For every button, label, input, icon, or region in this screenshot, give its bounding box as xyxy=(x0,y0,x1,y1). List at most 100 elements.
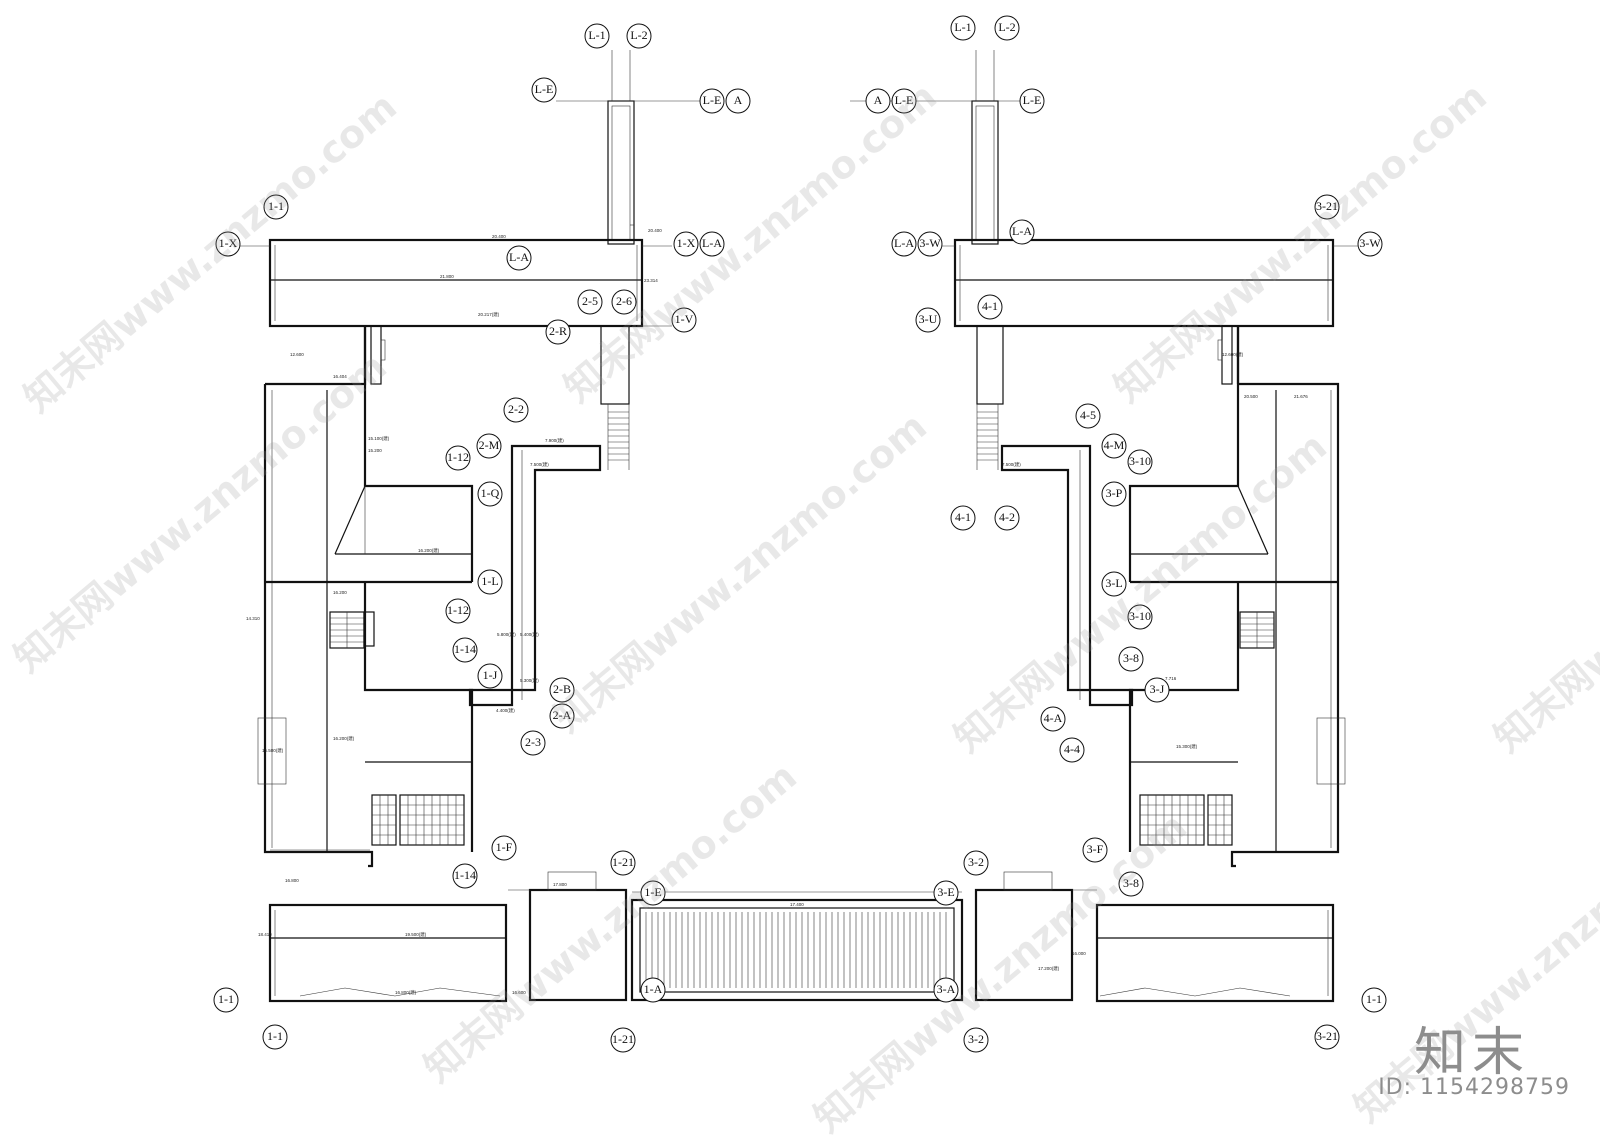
grid-bubble: 4-4 xyxy=(1059,737,1085,763)
elevation-text: 17.800 xyxy=(553,882,567,887)
svg-text:3-E: 3-E xyxy=(937,885,954,899)
grid-bubble: 1-E xyxy=(640,880,666,906)
svg-text:3-10: 3-10 xyxy=(1129,609,1151,623)
grid-bubble: 3-10 xyxy=(1127,449,1153,475)
grid-bubble: L-A xyxy=(506,245,532,271)
right-bottom-block xyxy=(1095,903,1335,1003)
svg-text:3-8: 3-8 xyxy=(1123,876,1139,890)
svg-text:2-A: 2-A xyxy=(553,708,572,722)
svg-text:2-3: 2-3 xyxy=(525,735,541,749)
grid-bubble: L-2 xyxy=(626,23,652,49)
grid-bubble: 2-3 xyxy=(520,730,546,756)
svg-text:A: A xyxy=(874,93,883,107)
elevation-text: 16.600 xyxy=(512,990,526,995)
svg-text:3-21: 3-21 xyxy=(1316,1029,1338,1043)
svg-text:3-2: 3-2 xyxy=(968,1032,984,1046)
elevation-text: 14.310 xyxy=(246,616,260,621)
grid-bubble: 4-M xyxy=(1101,433,1127,459)
grid-bubble: 1-12 xyxy=(445,598,471,624)
svg-text:1-21: 1-21 xyxy=(612,855,634,869)
elevation-text: 16.200(建) xyxy=(418,547,440,554)
grid-bubble: 2-A xyxy=(549,703,575,729)
svg-text:L-E: L-E xyxy=(1023,93,1042,107)
grid-bubble: 1-1 xyxy=(262,1024,288,1050)
svg-text:1-14: 1-14 xyxy=(454,642,476,656)
elevation-text: 16.404 xyxy=(333,374,347,379)
grid-bubble: 3-U xyxy=(915,307,941,333)
svg-text:L-2: L-2 xyxy=(998,20,1015,34)
elevation-text: 16.200(建) xyxy=(333,735,355,742)
right-corridor xyxy=(1000,444,1134,707)
grid-bubble: L-2 xyxy=(994,15,1020,41)
grid-bubble: 3-8 xyxy=(1118,646,1144,672)
svg-text:3-W: 3-W xyxy=(1359,236,1381,250)
svg-text:1-X: 1-X xyxy=(219,236,238,250)
elevation-text: 18.410 xyxy=(258,932,272,937)
grid-bubble: 1-F xyxy=(491,835,517,861)
svg-text:2-2: 2-2 xyxy=(508,402,524,416)
svg-text:3-21: 3-21 xyxy=(1316,199,1338,213)
grid-bubble: L-1 xyxy=(950,15,976,41)
grid-bubble: 1-12 xyxy=(445,445,471,471)
svg-text:2-B: 2-B xyxy=(553,682,571,696)
svg-text:L-A: L-A xyxy=(894,236,914,250)
elevation-text: 17.400 xyxy=(790,902,804,907)
grid-bubble: 1-X xyxy=(673,231,699,257)
grid-bubble: A xyxy=(865,88,891,114)
grid-bubble: 3-L xyxy=(1101,571,1127,597)
grid-bubble: 3-P xyxy=(1101,481,1127,507)
svg-text:L-A: L-A xyxy=(702,236,722,250)
grid-bubbles: L-1 L-2 L-E L-E A L-1 L-2 A L-E L-E 1-1 … xyxy=(213,15,1387,1053)
grid-bubble: 1-L xyxy=(477,569,503,595)
grid-bubble: 4-1 xyxy=(950,505,976,531)
grid-bubble: 4-2 xyxy=(994,505,1020,531)
grid-bubble: L-A xyxy=(699,231,725,257)
grid-bubble: 1-Q xyxy=(477,481,503,507)
svg-text:L-E: L-E xyxy=(895,93,914,107)
elevation-text: 15.100(建) xyxy=(368,435,390,442)
grid-bubble: 3-2 xyxy=(963,850,989,876)
grid-bubble: 1-A xyxy=(640,977,666,1003)
site-logo: 知末 xyxy=(1413,1023,1530,1083)
grid-bubble: 1-14 xyxy=(452,637,478,663)
elevation-text: 4.400(建) xyxy=(496,707,515,714)
svg-text:1-J: 1-J xyxy=(483,668,498,682)
elevation-text: 16.800 xyxy=(285,878,299,883)
elevation-text: 7.500(建) xyxy=(530,461,549,468)
svg-text:3-F: 3-F xyxy=(1087,842,1104,856)
svg-text:3-W: 3-W xyxy=(919,236,941,250)
elevation-text: 5.400(建) xyxy=(520,631,539,638)
left-wing xyxy=(240,50,700,1003)
grid-bubble: 3-W xyxy=(1357,231,1383,257)
svg-text:3-L: 3-L xyxy=(1105,576,1122,590)
elevation-text: 12.600(建) xyxy=(1222,351,1244,358)
grid-bubble: A xyxy=(725,88,751,114)
grid-bubble: L-E xyxy=(891,88,917,114)
grid-bubble: 4-A xyxy=(1040,706,1066,732)
svg-text:1-1: 1-1 xyxy=(1366,992,1382,1006)
svg-text:4-M: 4-M xyxy=(1104,438,1125,452)
left-corridor xyxy=(468,444,602,707)
svg-text:L-2: L-2 xyxy=(630,28,647,42)
svg-text:L-1: L-1 xyxy=(588,28,605,42)
grid-bubble: 1-X xyxy=(215,231,241,257)
elevation-text: 15.500(建) xyxy=(262,747,284,754)
svg-text:1-12: 1-12 xyxy=(447,450,469,464)
left-solar-panels xyxy=(371,794,465,846)
grid-bubble: L-1 xyxy=(584,23,610,49)
grid-bubble: 2-B xyxy=(549,677,575,703)
grid-bubble: 2-6 xyxy=(611,289,637,315)
elevation-labels: 20.400 21.800 20.217(建) 20.400 23.314 12… xyxy=(246,228,1308,996)
svg-text:L-A: L-A xyxy=(1012,224,1032,238)
grid-bubble: 1-14 xyxy=(452,863,478,889)
svg-text:1-F: 1-F xyxy=(496,840,513,854)
grid-bubble: 1-1 xyxy=(263,194,289,220)
grid-bubble: 3-F xyxy=(1082,837,1108,863)
grid-bubble: 1-21 xyxy=(610,1027,636,1053)
svg-text:L-E: L-E xyxy=(703,93,722,107)
grid-bubble: 2-5 xyxy=(577,289,603,315)
svg-text:4-5: 4-5 xyxy=(1080,408,1096,422)
svg-text:1-V: 1-V xyxy=(675,312,694,326)
svg-text:3-U: 3-U xyxy=(919,312,938,326)
